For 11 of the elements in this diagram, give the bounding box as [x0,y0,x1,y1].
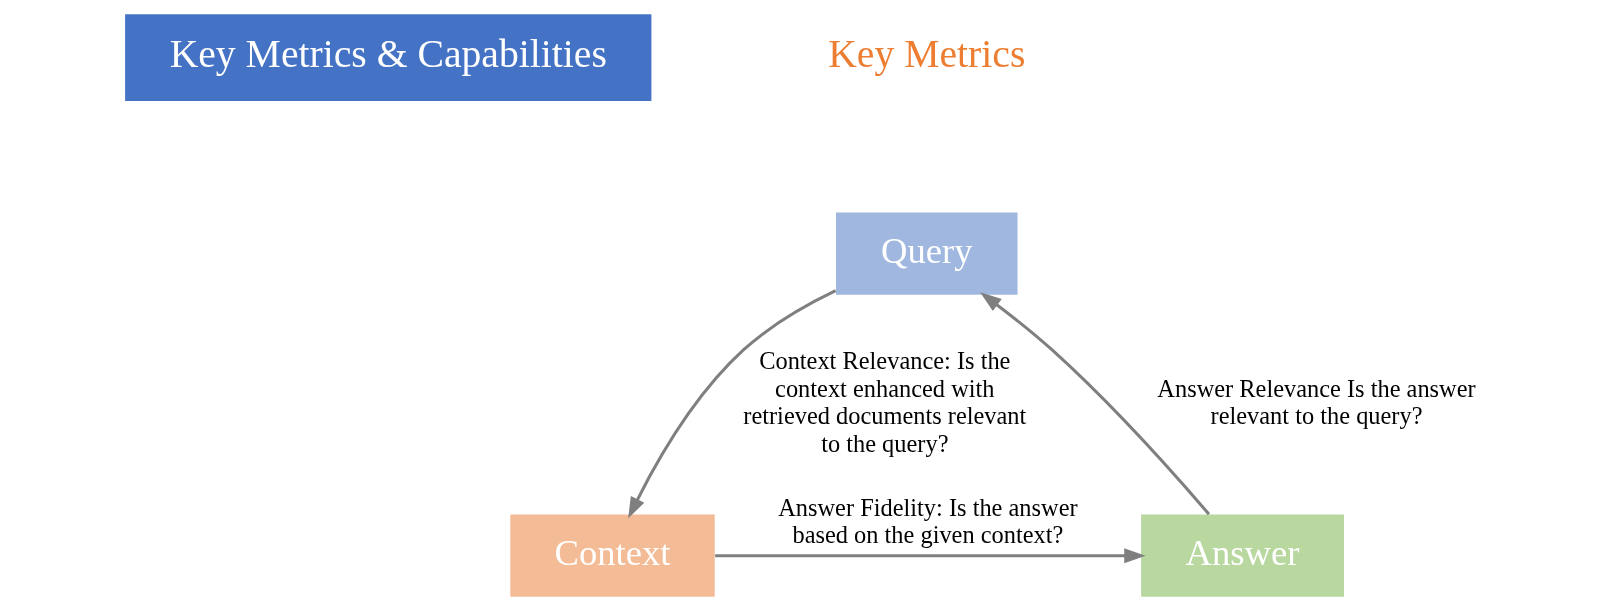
edge-label: Answer Relevance Is the answer relevant to the query? [1156,374,1476,430]
node-box: Context [509,514,715,597]
arrow [627,289,836,519]
node-box: Key Metrics & Capabilities [124,14,651,102]
edge-label: Answer Fidelity: Is the answer based on the given context? [777,493,1078,549]
arrow [979,292,1210,516]
node-box: Answer [1140,514,1344,597]
edge-label: Context Relevance: Is the context enhanced with retrieved documents relevant to the query? [742,347,1026,457]
node-box: Query [835,212,1018,295]
arrow [714,548,1146,564]
label: Key Metrics [827,32,1025,77]
